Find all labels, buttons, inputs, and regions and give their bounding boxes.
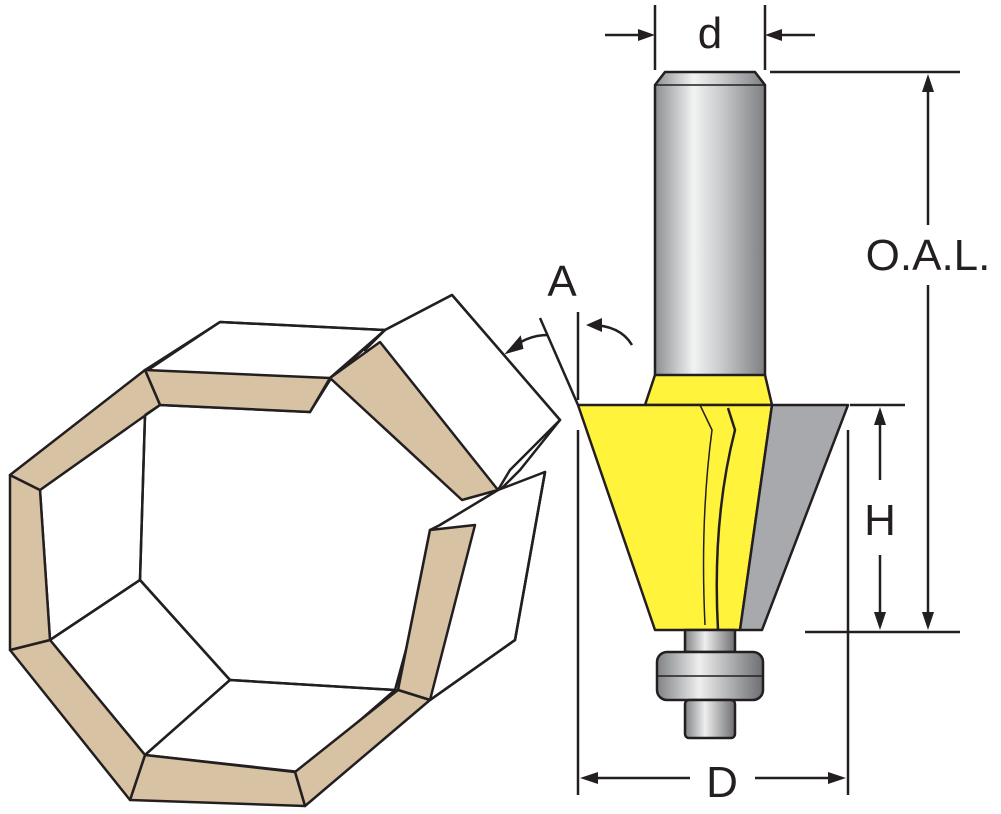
router-bit <box>576 70 850 740</box>
bit-flute-line <box>715 407 737 631</box>
octagon-board-top-right <box>363 293 562 492</box>
angle-arrow-left <box>504 333 549 355</box>
bit-cutter-flank <box>738 403 850 632</box>
bit-shank <box>653 70 767 382</box>
bit-carbide-cutter <box>576 403 774 632</box>
octagon-frame-illustration <box>8 293 562 808</box>
octagon-inner-edges <box>49 320 547 756</box>
label-overall-length: O.A.L. <box>866 231 991 280</box>
label-cutting-height: H <box>864 496 896 545</box>
label-cutting-diameter: D <box>706 758 738 807</box>
label-angle: A <box>547 257 577 306</box>
bit-lower-neck <box>683 628 737 654</box>
bit-neck <box>643 373 774 407</box>
dimension-lines <box>538 5 960 795</box>
bit-bearing-screw <box>683 698 737 740</box>
label-shank-diameter: d <box>698 9 722 58</box>
